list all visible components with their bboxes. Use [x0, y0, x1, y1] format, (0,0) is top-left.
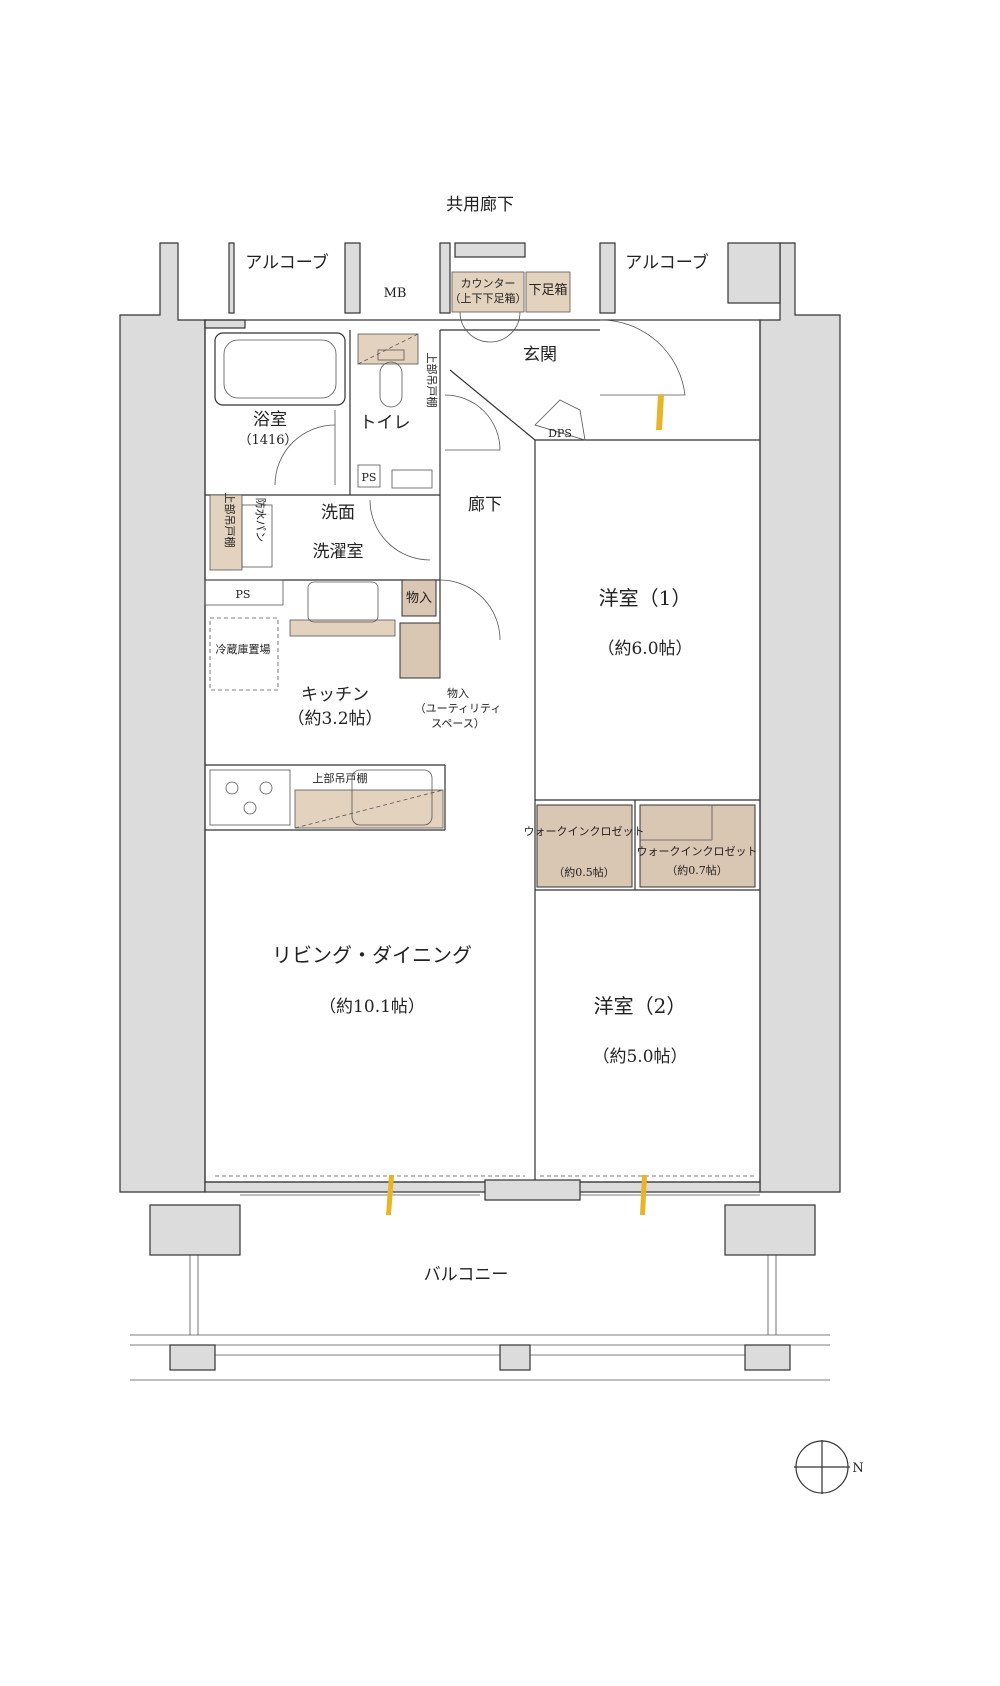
balcony-structure — [130, 1204, 830, 1381]
label-utility-2: （ユーティリティ — [415, 702, 502, 715]
label-upper-shelf-wash: 上部吊戸棚 — [223, 493, 237, 548]
label-common-corridor: 共用廊下 — [446, 195, 514, 215]
toilet — [357, 333, 501, 489]
label-upper-shelf-toilet: 上部吊戸棚 — [425, 353, 439, 408]
label-ps-wash: PS — [236, 588, 251, 601]
windows — [215, 395, 760, 1215]
label-room1-size: （約6.0帖） — [597, 639, 692, 659]
label-ldk-size: （約10.1帖） — [319, 997, 425, 1017]
label-room2: 洋室（2） — [594, 994, 687, 1018]
label-washroom-1: 洗面 — [321, 503, 355, 523]
kitchen-fixtures — [209, 617, 444, 829]
label-wic2: ウォークインクロゼット — [637, 845, 758, 858]
label-wic1: ウォークインクロゼット — [524, 825, 645, 838]
label-fridge: 冷蔵庫置場 — [216, 642, 271, 656]
label-water-pan: 防水パン — [254, 498, 268, 543]
label-counter-2: （上下下足箱） — [450, 291, 527, 305]
label-hallway: 廊下 — [468, 495, 502, 515]
compass-icon — [794, 1440, 850, 1494]
partitions — [204, 319, 761, 1183]
label-kitchen-size: （約3.2帖） — [287, 709, 382, 729]
label-bath-size: （1416） — [238, 433, 297, 448]
label-room2-size: （約5.0帖） — [592, 1047, 687, 1067]
label-north: N — [852, 1461, 863, 1476]
label-washroom-2: 洗濯室 — [313, 542, 364, 562]
entrance-fixtures — [451, 242, 686, 441]
label-storage-small: 物入 — [406, 591, 432, 606]
label-toilet: トイレ — [360, 413, 411, 433]
label-alcove-left: アルコーブ — [245, 252, 328, 273]
label-shoe-box: 下足箱 — [528, 282, 567, 298]
label-upper-shelf-kitchen: 上部吊戸棚 — [313, 771, 368, 785]
washroom-fixtures — [204, 494, 501, 641]
label-counter-1: カウンター — [461, 277, 516, 290]
label-bath: 浴室 — [253, 410, 287, 430]
label-room1: 洋室（1） — [599, 586, 692, 610]
room-labels: 共用廊下 アルコーブ アルコーブ MB カウンター （上下下足箱） 下足箱 玄関… — [216, 195, 864, 1476]
label-entrance: 玄関 — [523, 345, 557, 365]
exterior-walls — [119, 242, 841, 1193]
label-wic1-size: （約0.5帖） — [553, 865, 615, 879]
label-utility-1: 物入 — [447, 686, 469, 700]
bathtub — [214, 332, 346, 486]
label-utility-3: スペース） — [431, 717, 485, 730]
label-mb: MB — [384, 286, 407, 301]
walk-in-closets — [536, 804, 756, 888]
label-alcove-right: アルコーブ — [625, 252, 708, 273]
label-ldk: リビング・ダイニング — [272, 943, 472, 967]
label-wic2-size: （約0.7帖） — [666, 863, 728, 877]
label-ps-toilet: PS — [362, 471, 377, 484]
label-kitchen: キッチン — [301, 685, 369, 705]
label-balcony: バルコニー — [424, 1265, 509, 1285]
label-dps: DPS — [548, 427, 572, 440]
